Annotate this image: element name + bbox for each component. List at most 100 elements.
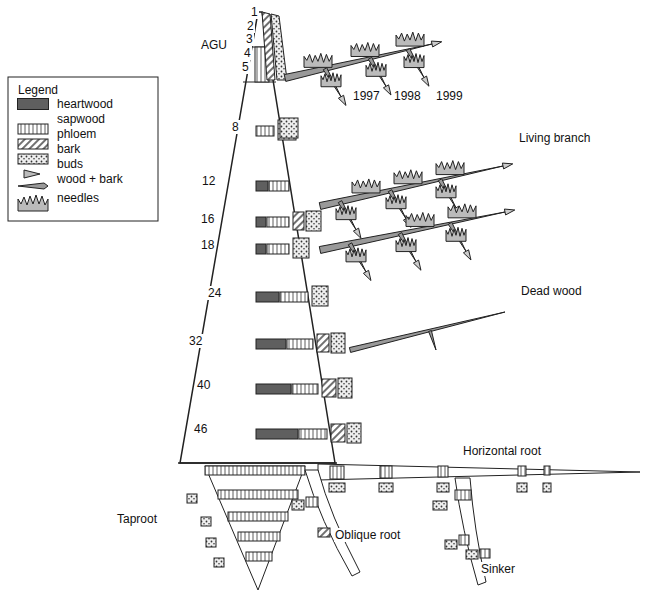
part-name: Oblique root — [334, 528, 401, 542]
sapwood-block — [459, 535, 469, 545]
part-name: Dead wood — [520, 284, 583, 298]
bark-block — [379, 483, 393, 492]
bark-block — [201, 517, 211, 526]
wood-bark-axis — [319, 212, 505, 253]
callout-number: 24 — [207, 286, 222, 300]
needle-tuft — [448, 204, 476, 218]
callout-number: 32 — [188, 334, 203, 348]
sapwood-block — [228, 512, 288, 521]
sapwood-block — [280, 292, 308, 302]
bark-block — [445, 540, 457, 549]
sapwood-block — [380, 466, 392, 478]
bark-block — [347, 423, 361, 443]
legend-text: bark — [56, 142, 81, 156]
legend-text: buds — [56, 157, 84, 171]
heartwood-block — [256, 292, 279, 302]
needle-tuft — [396, 238, 416, 252]
bark-block — [214, 558, 224, 567]
phloem-block — [318, 528, 330, 537]
phloem-block — [322, 379, 336, 397]
bud — [421, 76, 429, 86]
part-name: Taproot — [116, 512, 158, 526]
bark-strip — [271, 14, 287, 80]
taproot-outline — [205, 466, 305, 590]
sapwood-block — [256, 126, 274, 136]
phloem-block — [293, 212, 304, 230]
bud — [383, 85, 391, 95]
heartwood-block — [256, 181, 268, 191]
sapwood-block — [518, 466, 526, 476]
sapwood-block — [238, 532, 280, 541]
bark-block — [329, 483, 345, 492]
bud — [502, 163, 512, 169]
bark-block — [280, 118, 298, 138]
callout-number: 3 — [245, 32, 254, 46]
heartwood-block — [256, 429, 298, 439]
sapwood-block — [299, 429, 327, 439]
bud — [463, 250, 471, 260]
needle-tuft — [386, 195, 406, 209]
sapwood-block — [246, 552, 272, 561]
legend-text: sapwood — [56, 112, 106, 126]
needle-tuft — [404, 54, 424, 68]
bud — [363, 270, 371, 280]
legend-text: needles — [56, 191, 100, 205]
needle-tuft — [336, 206, 356, 220]
bud — [338, 95, 346, 105]
needle-tuft — [304, 53, 332, 67]
bark-block — [437, 483, 449, 492]
bark-block — [543, 483, 551, 492]
sapwood-block — [455, 490, 471, 500]
sapwood-block — [480, 549, 490, 558]
sapwood-block — [267, 217, 289, 227]
legend-text: heartwood — [56, 97, 114, 111]
callout-number: 46 — [193, 422, 208, 436]
part-name: Sinker — [480, 562, 516, 576]
sapwood-block — [292, 384, 318, 394]
callout-number: 16 — [200, 212, 215, 226]
sapwood-block — [218, 490, 298, 499]
legend-text: wood + bark — [56, 172, 124, 186]
needle-tuft — [352, 179, 380, 193]
needle-tuft — [351, 42, 379, 56]
part-name: Horizontal root — [462, 444, 542, 458]
callout-number: 2 — [246, 19, 255, 33]
bark-block — [293, 238, 309, 258]
bark-block — [312, 286, 328, 306]
year-label: 1997 — [352, 89, 381, 103]
needle-tuft — [366, 62, 386, 76]
legend-title: Legend — [17, 83, 59, 97]
callout-number: 1 — [250, 5, 259, 19]
sapwood-block — [330, 466, 344, 479]
bark-block — [466, 550, 478, 559]
year-label: 1999 — [435, 89, 464, 103]
needle-tuft — [436, 184, 456, 198]
bark-block — [433, 501, 447, 510]
bud — [504, 209, 514, 215]
heartwood-block — [256, 217, 266, 227]
sapwood-block — [544, 466, 550, 475]
sapwood-block — [287, 339, 313, 349]
phloem-block — [331, 424, 345, 442]
sapwood-block — [269, 181, 289, 191]
stem-outline — [180, 12, 335, 463]
callout-number: 8 — [231, 120, 240, 134]
needle-tuft — [346, 248, 366, 262]
stem-base — [178, 462, 337, 464]
heartwood-block — [256, 384, 291, 394]
bud — [353, 228, 361, 238]
part-name: Living branch — [518, 131, 591, 145]
heartwood-block — [256, 339, 286, 349]
bark-block — [306, 211, 321, 231]
needle-tuft — [321, 73, 341, 87]
needle-tuft — [394, 170, 422, 184]
bark-block — [292, 500, 304, 510]
sapwood-block — [438, 466, 448, 477]
bark-block — [517, 483, 527, 492]
oblique-root — [305, 470, 360, 576]
part-name: AGU — [200, 38, 228, 52]
bark-block — [338, 378, 352, 398]
callout-number: 12 — [201, 174, 216, 188]
callout-number: 4 — [243, 46, 252, 60]
